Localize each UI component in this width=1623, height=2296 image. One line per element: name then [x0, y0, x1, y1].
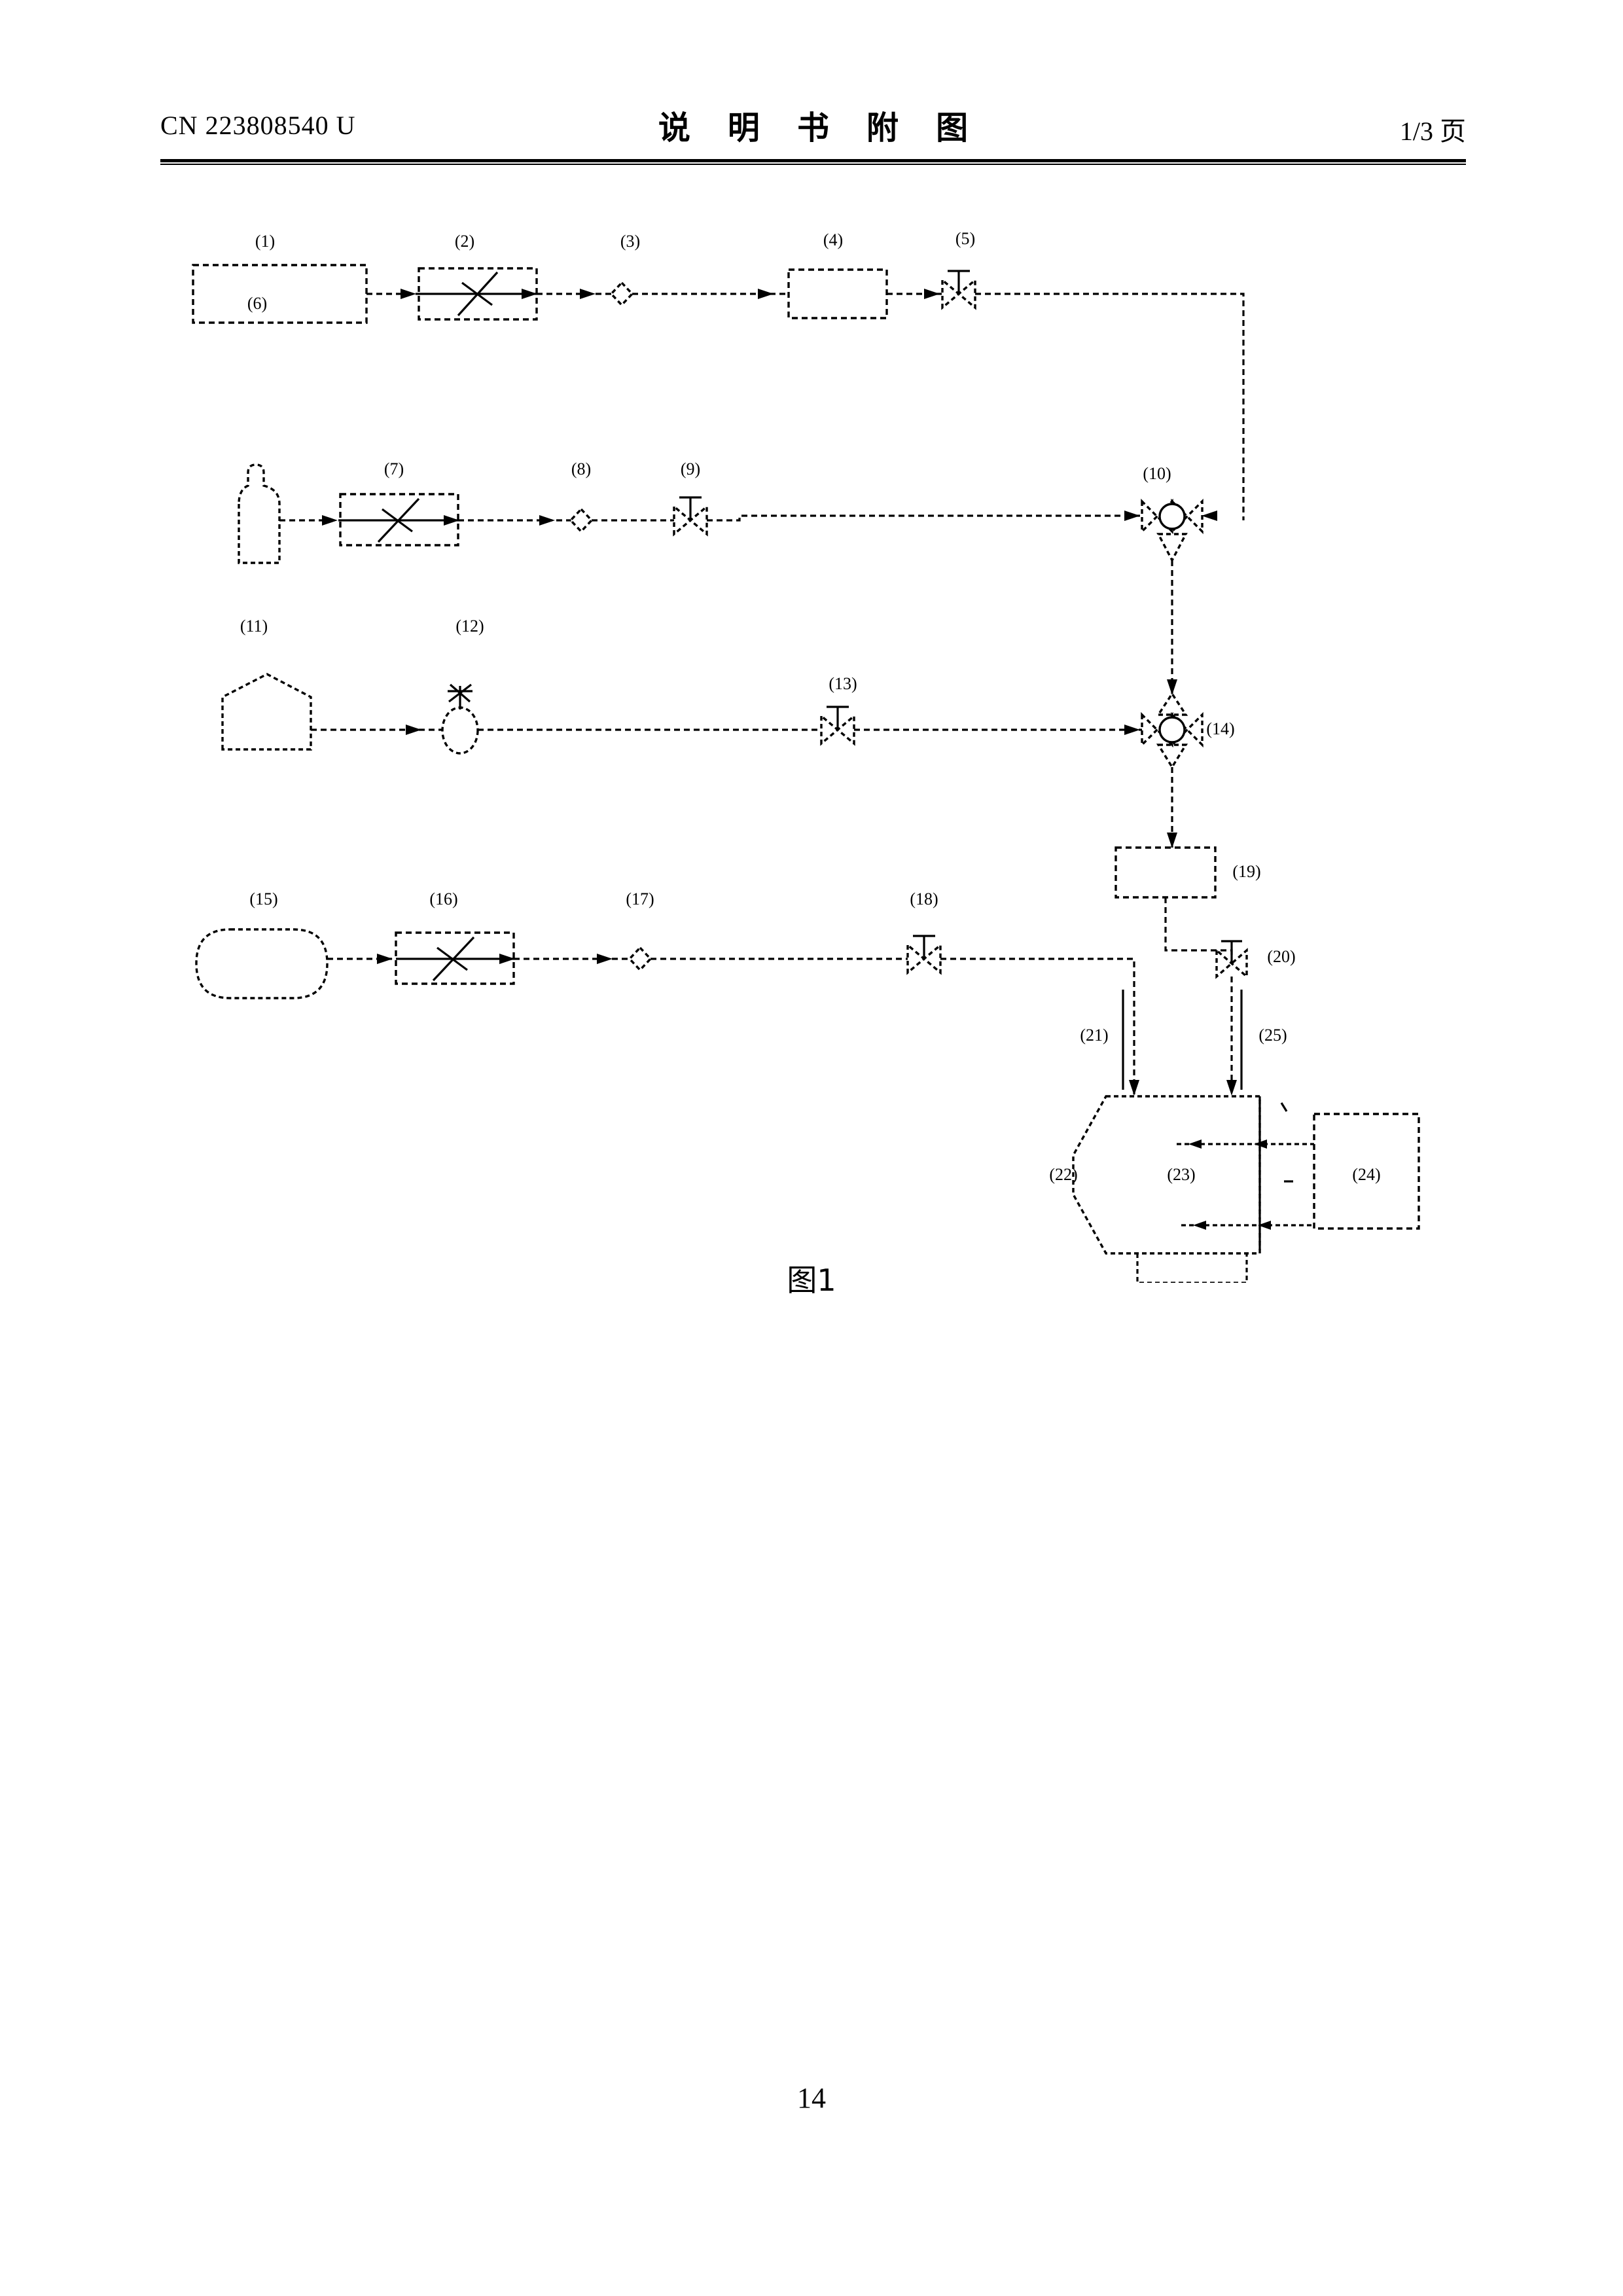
page-indicator: 1/3 页 — [1399, 117, 1466, 146]
label-13: (13) — [829, 674, 857, 693]
label-10: (10) — [1143, 464, 1171, 483]
header-divider — [160, 159, 1466, 165]
label-6: (6) — [247, 294, 267, 313]
arrow-head — [924, 289, 940, 299]
label-22: (22) — [1049, 1165, 1077, 1184]
component-6-gas-source — [238, 463, 281, 564]
figure-caption: 图1 — [787, 1263, 836, 1298]
arrow-head — [406, 725, 421, 735]
pipe-5-to-10 — [975, 293, 1245, 520]
label-9: (9) — [681, 459, 700, 478]
component-15-storage-tank — [195, 928, 329, 999]
label-12: (12) — [455, 617, 484, 636]
label-16: (16) — [429, 889, 457, 908]
component-8-inline-indicator — [569, 507, 594, 533]
label-5: (5) — [955, 229, 975, 248]
component-16-flow-meter — [395, 931, 515, 985]
label-4: (4) — [823, 230, 843, 249]
label-11: (11) — [240, 617, 268, 636]
arrow-head — [539, 515, 555, 526]
component-10-mixing-valve — [1141, 498, 1204, 563]
arrow-head — [1167, 679, 1177, 695]
component-14-mixing-valve — [1141, 691, 1204, 770]
component-17-inline-indicator — [628, 946, 652, 972]
arrow-head — [444, 515, 459, 526]
component-3-inline-indicator — [609, 281, 634, 307]
label-24: (24) — [1352, 1165, 1380, 1184]
label-14: (14) — [1206, 719, 1234, 738]
label-18: (18) — [910, 889, 938, 908]
patent-number: CN 223808540 U — [160, 111, 356, 140]
component-12-pump — [441, 683, 479, 755]
arrow-head — [580, 289, 596, 299]
label-21: (21) — [1080, 1026, 1108, 1045]
page-header: CN 223808540 U 说 明 书 附 图 1/3 页 — [160, 98, 1466, 173]
arrow-head — [1226, 1080, 1237, 1096]
label-17: (17) — [626, 889, 654, 908]
component-5-control-valve — [941, 270, 976, 310]
label-19: (19) — [1232, 862, 1260, 881]
label-15: (15) — [249, 889, 277, 908]
arrow-head — [1188, 1139, 1202, 1149]
arrow-head — [1254, 1139, 1267, 1149]
label-3: (3) — [620, 232, 640, 251]
arrow-head — [1124, 511, 1140, 521]
arrow-head — [597, 954, 613, 964]
arrow-head — [1193, 1221, 1206, 1230]
component-18-control-valve — [906, 935, 942, 975]
figure-canvas: .d { stroke-dasharray: 9 6; } .d2 { stro… — [0, 170, 1623, 1283]
component-20-control-valve — [1215, 940, 1248, 979]
component-4-processing-unit — [787, 268, 888, 319]
component-13-control-valve — [820, 706, 855, 746]
component-11-source-vessel — [221, 673, 312, 751]
pipe-19-to-20 — [1164, 897, 1233, 956]
component-1-supply-unit — [192, 264, 368, 324]
arrow-head — [322, 515, 338, 526]
component-9-control-valve — [673, 496, 708, 537]
arrow-head — [758, 289, 774, 299]
reactor-bottom-manifold — [1136, 1253, 1248, 1283]
component-24-control-module — [1313, 1113, 1420, 1230]
label-2: (2) — [455, 232, 474, 251]
label-7: (7) — [384, 459, 404, 478]
label-20: (20) — [1267, 947, 1295, 966]
arrow-head — [1167, 833, 1177, 848]
component-7-flow-meter — [339, 493, 459, 547]
arrow-head — [1202, 511, 1217, 521]
tick-mark — [1280, 1102, 1288, 1112]
pipe-21-feed — [940, 958, 1135, 1094]
arrow-head — [1129, 1080, 1139, 1096]
page-number: 14 — [797, 2082, 826, 2114]
arrow-head — [499, 954, 515, 964]
label-8: (8) — [571, 459, 591, 478]
component-19-preheater-unit — [1115, 846, 1217, 899]
pipe-9-to-10 — [707, 514, 1142, 522]
component-2-flow-meter — [418, 267, 538, 321]
arrow-head — [1124, 725, 1140, 735]
label-23: (23) — [1167, 1165, 1195, 1184]
arrow-head — [401, 289, 416, 299]
arrow-head — [522, 289, 537, 299]
arrow-head — [377, 954, 393, 964]
document-title: 说 明 书 附 图 — [658, 109, 982, 147]
label-25-pipe: (25) — [1258, 1026, 1287, 1045]
reference-labels: (1) (2) (3) (4) (5) (6) (7) (8) (9) (10)… — [240, 229, 1381, 1184]
arrow-head — [1258, 1221, 1271, 1230]
label-1: (1) — [255, 232, 275, 251]
